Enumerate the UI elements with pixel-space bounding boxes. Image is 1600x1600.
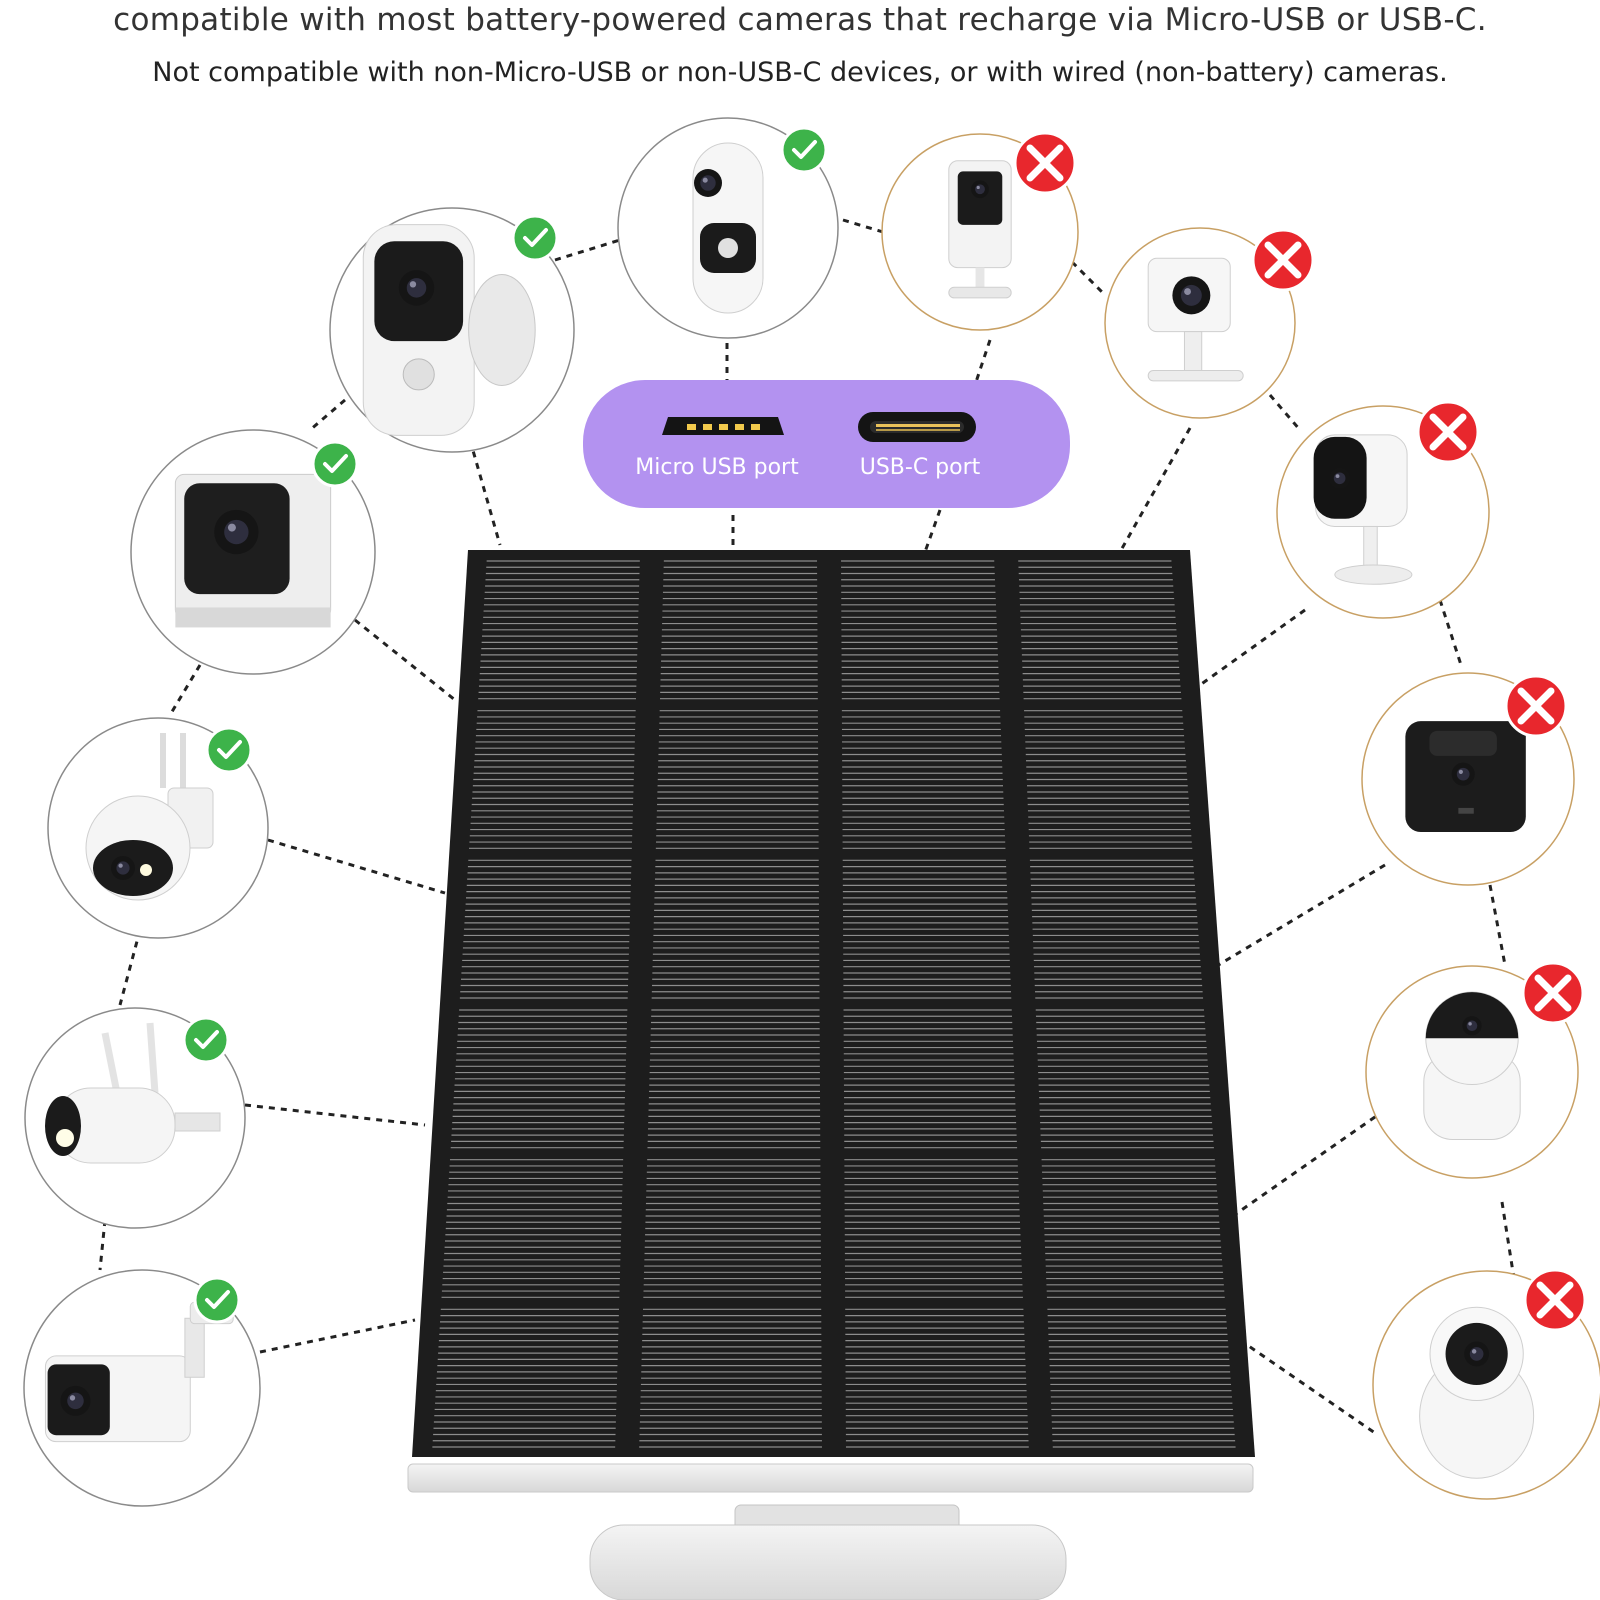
solar-cell <box>1041 1159 1225 1298</box>
solar-cell <box>432 1308 619 1448</box>
check-icon <box>205 726 253 774</box>
solar-cell <box>1018 560 1182 700</box>
check-icon <box>182 1016 230 1064</box>
solar-cell <box>841 710 1006 849</box>
camera-right-2 <box>1276 400 1490 619</box>
solar-cell <box>655 710 819 849</box>
camera-circles <box>23 117 1600 1507</box>
camera-right-4 <box>1365 961 1585 1179</box>
connector-lines <box>98 218 1517 1435</box>
solar-panel <box>412 550 1255 1457</box>
solar-cell <box>459 859 632 999</box>
solar-cell <box>1035 1009 1214 1149</box>
solar-cell <box>1029 859 1204 999</box>
solar-cell <box>843 1009 1018 1149</box>
headline-compatibility: compatible with most battery-powered cam… <box>113 2 1487 38</box>
camera-left-4 <box>24 1007 246 1229</box>
cross-icon <box>1251 228 1315 292</box>
check-icon <box>311 440 359 488</box>
solar-cell <box>844 1159 1023 1298</box>
solar-cell <box>450 1009 628 1149</box>
solar-cell <box>1024 710 1193 849</box>
solar-cell <box>639 1308 822 1448</box>
solar-cells <box>432 560 1236 1448</box>
solar-cell <box>651 859 820 999</box>
micro-usb-port-icon <box>662 417 784 435</box>
camera-left-3 <box>47 717 269 939</box>
cross-icon <box>1521 961 1585 1025</box>
headline-incompatibility: Not compatible with non-Micro-USB or non… <box>152 57 1448 88</box>
solar-cell <box>660 560 818 700</box>
camera-left-1 <box>329 207 575 453</box>
cross-icon <box>1013 131 1077 195</box>
solar-cell <box>478 560 640 700</box>
panel-stand <box>407 1463 1254 1600</box>
check-icon <box>511 214 559 262</box>
camera-right-1 <box>1104 227 1315 419</box>
check-icon <box>193 1276 241 1324</box>
solar-cell <box>647 1009 821 1149</box>
camera-right-5 <box>1372 1268 1600 1500</box>
usb-c-port-icon <box>858 412 976 442</box>
solar-cell <box>845 1308 1029 1448</box>
solar-cell <box>643 1159 822 1298</box>
solar-cell <box>841 560 1000 700</box>
solar-cell <box>469 710 636 849</box>
solar-cell <box>441 1159 624 1298</box>
camera-right-3 <box>1361 672 1575 886</box>
camera-top-1 <box>617 117 839 339</box>
cross-icon <box>1504 674 1568 738</box>
camera-left-2 <box>130 429 376 675</box>
port-panel: Micro USB port USB-C port <box>583 380 1070 508</box>
cross-icon <box>1416 400 1480 464</box>
micro-usb-label: Micro USB port <box>635 455 799 480</box>
camera-left-5 <box>23 1269 261 1507</box>
cross-icon <box>1523 1268 1587 1332</box>
usb-c-label: USB-C port <box>860 455 981 480</box>
camera-top-2 <box>881 131 1079 331</box>
solar-cell <box>842 859 1012 999</box>
solar-cell <box>1047 1308 1236 1448</box>
check-icon <box>780 126 828 174</box>
